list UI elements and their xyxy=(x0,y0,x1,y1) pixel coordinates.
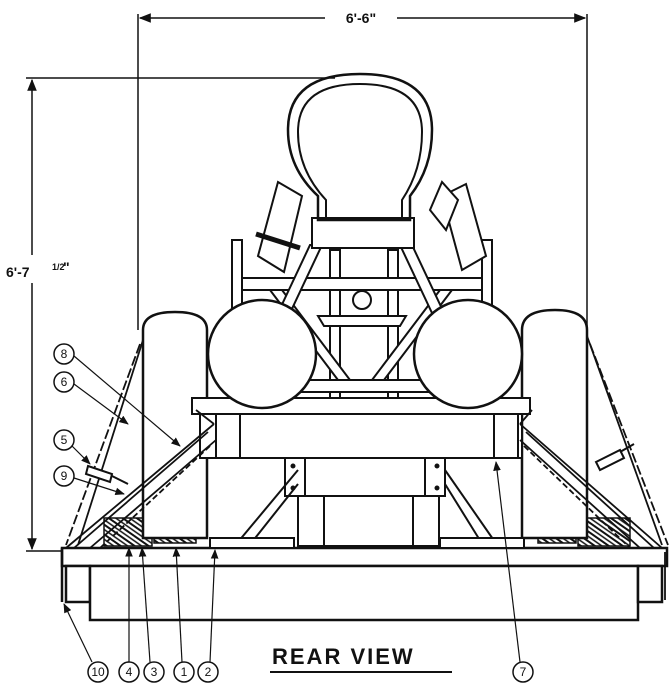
callout-2: 2 xyxy=(197,549,219,683)
callout-3-label: 3 xyxy=(151,665,158,679)
roll-hoop xyxy=(286,72,434,222)
callout-5-label: 5 xyxy=(61,433,68,447)
tie-down-straps xyxy=(61,335,669,600)
callout-4-label: 4 xyxy=(126,665,133,679)
drawing-title: REAR VIEW xyxy=(270,644,452,673)
turnbuckles xyxy=(84,443,635,485)
support-stand xyxy=(209,457,525,549)
width-dimension: 6'-6" xyxy=(137,8,588,330)
callout-6-label: 6 xyxy=(61,375,68,389)
width-dimension-label: 6'-6" xyxy=(346,10,376,26)
height-dimension: 6'-7 1/2 " xyxy=(2,77,335,552)
callout-4: 4 xyxy=(118,547,140,683)
callout-9-label: 9 xyxy=(61,469,68,483)
callout-7: 7 xyxy=(493,461,534,683)
callout-8: 8 xyxy=(53,343,181,447)
height-dimension-label: 6'-7 xyxy=(6,264,30,280)
callout-8-label: 8 xyxy=(61,347,68,361)
callout-3: 3 xyxy=(138,547,165,683)
height-dimension-fraction: 1/2 xyxy=(52,262,65,272)
upper-brackets xyxy=(255,180,488,274)
base-pallet xyxy=(60,546,669,622)
callout-9: 9 xyxy=(53,465,125,496)
fuel-tanks xyxy=(206,298,524,410)
callout-10-label: 10 xyxy=(91,665,105,679)
callout-10: 10 xyxy=(63,603,109,683)
callout-1: 1 xyxy=(172,547,195,683)
callout-7-label: 7 xyxy=(520,665,527,679)
height-dimension-inch: " xyxy=(63,259,70,275)
callout-6: 6 xyxy=(53,371,129,425)
title-text: REAR VIEW xyxy=(272,644,415,669)
callout-2-label: 2 xyxy=(205,665,212,679)
right-tire xyxy=(520,308,589,540)
callout-1-label: 1 xyxy=(181,665,188,679)
left-tire xyxy=(141,310,209,540)
callout-5: 5 xyxy=(53,429,91,465)
